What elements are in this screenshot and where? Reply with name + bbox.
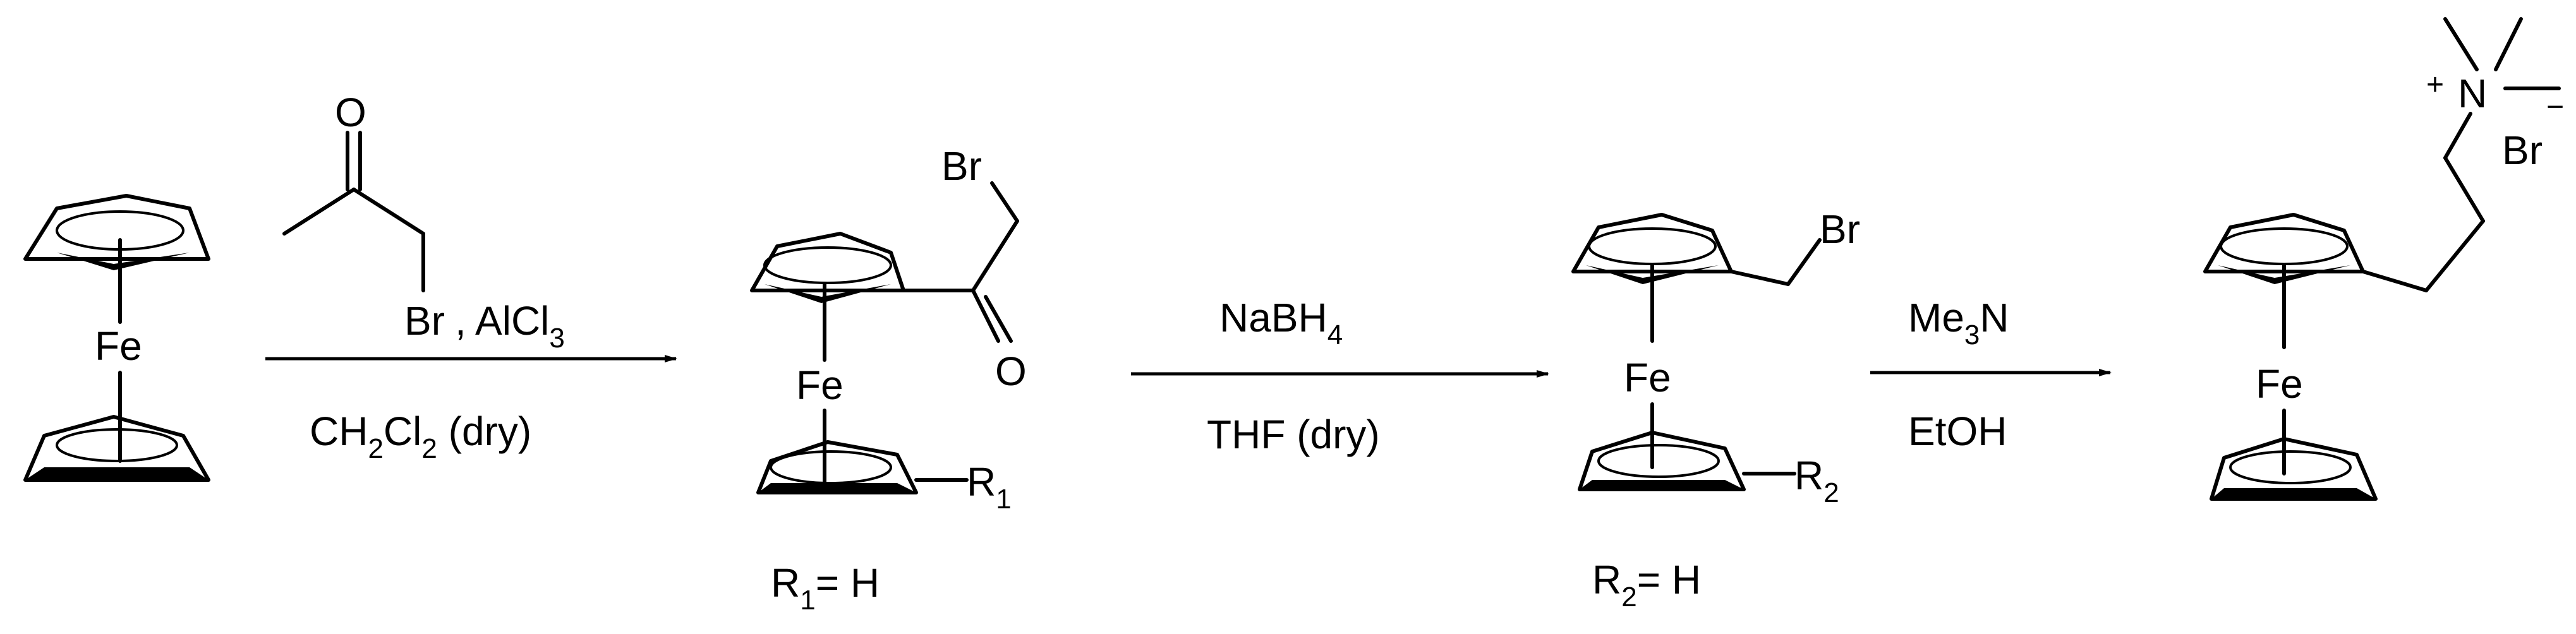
fe-label: Fe <box>95 323 142 369</box>
step1-reagent-text: , AlCl3 <box>455 298 565 354</box>
bottom-cp-ring <box>1578 431 1746 491</box>
carbonyl-oxygen-label: O <box>995 349 1027 394</box>
reaction-arrow-1: O Br , AlCl3 CH2Cl2 (dry) <box>265 90 677 464</box>
bromoacetyl-br-label: Br <box>941 143 982 189</box>
bromoethyl-br-label: Br <box>1820 206 1860 252</box>
step1-solvent-text: CH2Cl2 (dry) <box>310 409 531 464</box>
bromoacetone-br-label: Br <box>404 298 445 344</box>
bromide-label: Br <box>2502 128 2543 173</box>
bottom-cp-ring <box>23 415 210 482</box>
bottom-cp-ring <box>2210 437 2378 501</box>
fe-label: Fe <box>2256 361 2303 407</box>
reaction-arrow-2: NaBH4 THF (dry) <box>1131 295 1549 457</box>
step3-reagent-text: Me3N <box>1908 295 2009 350</box>
r1-label: R1 <box>967 459 1012 515</box>
bromoethyl-ferrocene-molecule: Br Fe R2 <box>1571 206 1860 508</box>
top-cp-ring <box>750 232 905 303</box>
step3-solvent-text: EtOH <box>1908 409 2007 454</box>
fe-label: Fe <box>1624 355 1671 400</box>
r1-note: R1= H <box>771 560 880 616</box>
step2-solvent-text: THF (dry) <box>1207 412 1380 457</box>
bromoacetyl-ferrocene-molecule: Br O Fe R1 <box>750 143 1027 515</box>
top-cp-ring <box>23 194 210 270</box>
reaction-arrow-3: Me3N EtOH <box>1870 295 2112 454</box>
carbonyl-oxygen-label: O <box>335 90 366 135</box>
step2-reagent-text: NaBH4 <box>1219 295 1343 350</box>
r2-note: R2= H <box>1592 557 1701 613</box>
bromide-minus-sign: − <box>2546 90 2564 124</box>
fe-label: Fe <box>796 362 844 408</box>
ferrocene-molecule: Fe <box>23 194 210 482</box>
ferrocenyl-ammonium-bromide-molecule: + N Br − Fe <box>2203 17 2564 501</box>
bottom-cp-ring <box>756 440 918 494</box>
ammonium-plus-sign: + <box>2426 68 2444 102</box>
ammonium-nitrogen-label: N <box>2458 71 2487 116</box>
bromoacetone-structure: O Br <box>282 90 445 344</box>
r2-label: R2 <box>1794 453 1839 508</box>
